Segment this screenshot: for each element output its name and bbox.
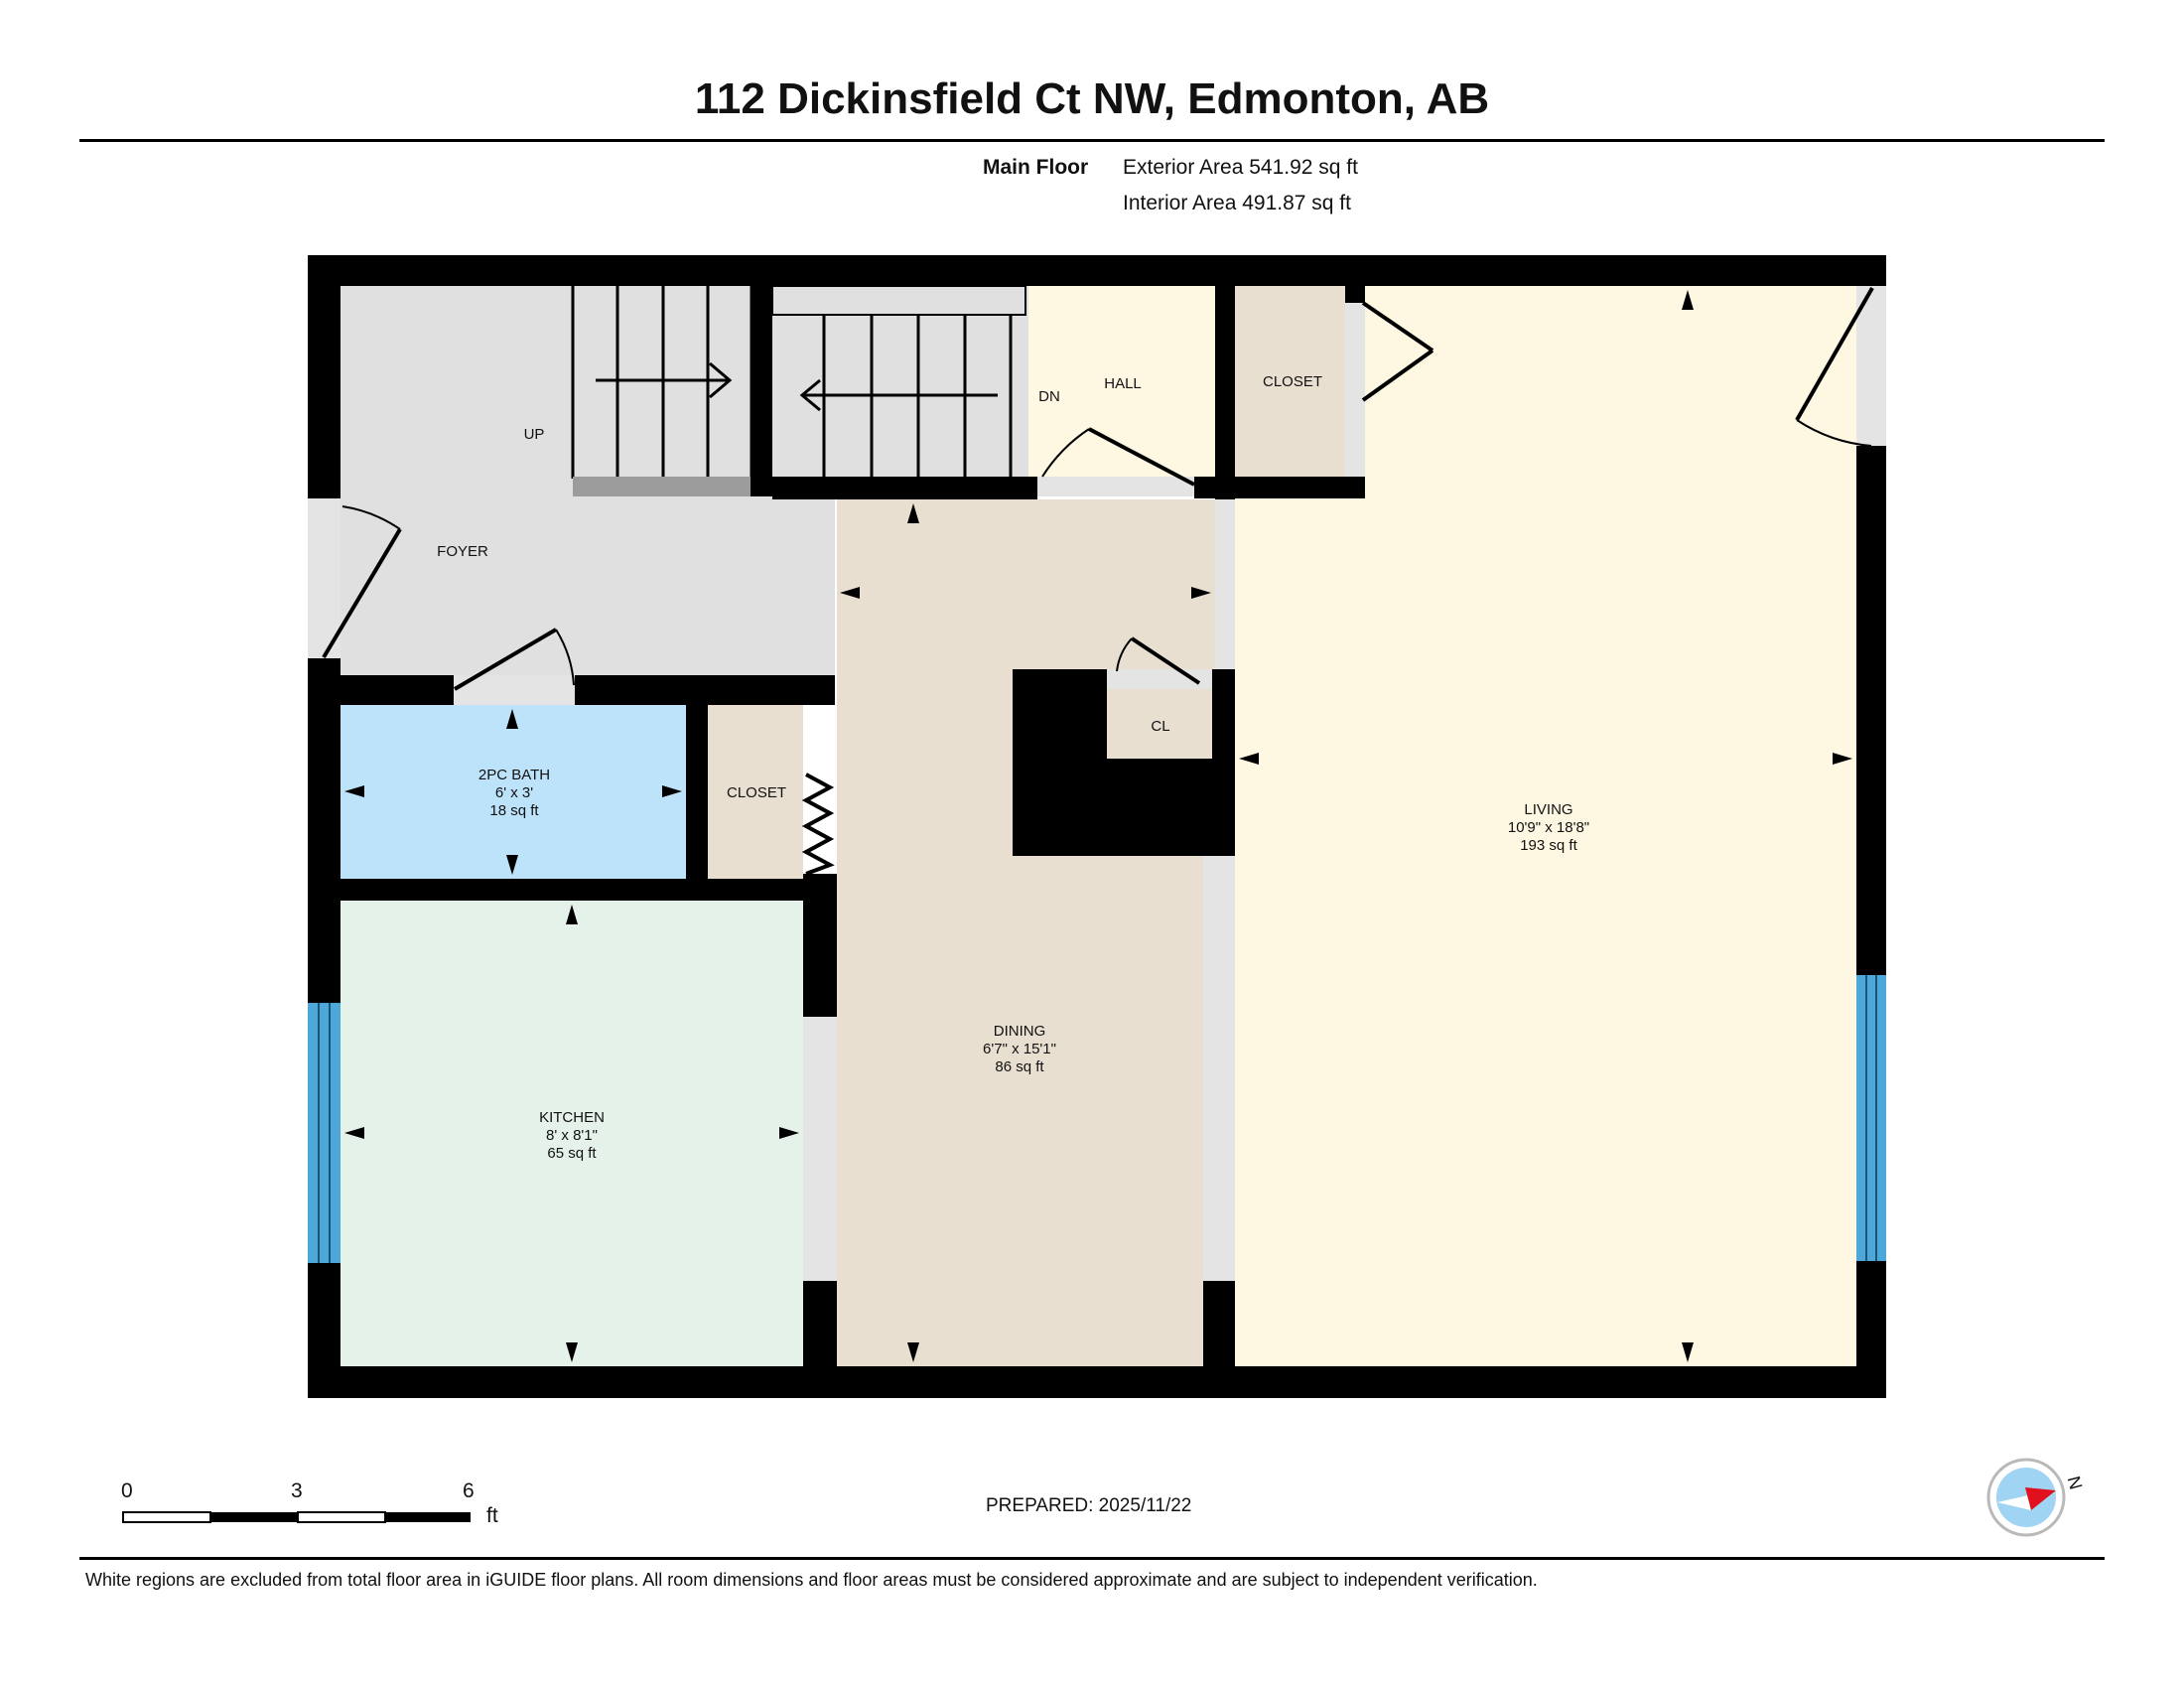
label-bath-area: 18 sq ft xyxy=(489,802,539,819)
dimension-arrows xyxy=(344,290,1852,1362)
label-bath-dims: 6' x 3' xyxy=(495,784,533,801)
hall-opening xyxy=(1037,477,1194,496)
dining-living-opening xyxy=(1215,499,1235,669)
page-title: 112 Dickinsfield Ct NW, Edmonton, AB xyxy=(694,74,1490,123)
doors xyxy=(322,287,1874,876)
footer-divider xyxy=(79,1557,2105,1560)
kitchen-opening xyxy=(803,1017,837,1281)
walls xyxy=(308,255,1886,1398)
closet-mid-room xyxy=(708,705,803,879)
label-cl: CL xyxy=(1151,718,1169,735)
scale-tick-6: 6 xyxy=(463,1479,475,1502)
label-hall: HALL xyxy=(1104,375,1142,392)
label-closet-mid: CLOSET xyxy=(727,784,786,801)
scale-tick-3: 3 xyxy=(291,1479,303,1502)
label-living-area: 193 sq ft xyxy=(1520,837,1577,854)
disclaimer: White regions are excluded from total fl… xyxy=(85,1570,1538,1590)
bath-room xyxy=(341,705,686,879)
closet-top-overlay xyxy=(1235,286,1345,480)
closet-door-opening xyxy=(1345,303,1365,477)
label-kitchen-name: KITCHEN xyxy=(539,1109,605,1126)
living-window xyxy=(1856,975,1886,1261)
label-kitchen-area: 65 sq ft xyxy=(547,1145,597,1162)
label-dn: DN xyxy=(1038,388,1060,405)
label-dining-area: 86 sq ft xyxy=(995,1058,1044,1075)
label-foyer: FOYER xyxy=(437,543,488,560)
header-divider xyxy=(79,139,2105,142)
living-opening xyxy=(1203,856,1235,1281)
interior-area: Interior Area 491.87 sq ft xyxy=(1123,192,1351,214)
bath-door-opening xyxy=(454,675,575,705)
label-dining-dims: 6'7" x 15'1" xyxy=(983,1041,1056,1057)
scale-unit: ft xyxy=(486,1504,498,1527)
label-up: UP xyxy=(524,426,545,443)
label-living-dims: 10'9" x 18'8" xyxy=(1508,819,1589,836)
exterior-area: Exterior Area 541.92 sq ft xyxy=(1123,156,1358,179)
scale-tick-0: 0 xyxy=(121,1479,133,1502)
label-kitchen-dims: 8' x 8'1" xyxy=(546,1127,598,1144)
stair-landing xyxy=(573,477,752,496)
dining-room xyxy=(837,499,1215,1366)
kitchen-window xyxy=(308,1003,341,1263)
stair-down xyxy=(771,285,1026,477)
label-dining-name: DINING xyxy=(994,1023,1046,1040)
prepared-date: PREPARED: 2025/11/22 xyxy=(986,1495,1192,1516)
label-bath-name: 2PC BATH xyxy=(478,767,550,783)
living-door-opening xyxy=(1856,286,1886,446)
front-door-opening xyxy=(308,498,341,658)
label-living-name: LIVING xyxy=(1524,801,1572,818)
kitchen-room xyxy=(341,901,803,1366)
label-closet-top: CLOSET xyxy=(1263,373,1322,390)
compass-icon xyxy=(1986,1458,2066,1537)
floor-name: Main Floor xyxy=(983,156,1089,179)
scale-bar xyxy=(122,1511,471,1523)
